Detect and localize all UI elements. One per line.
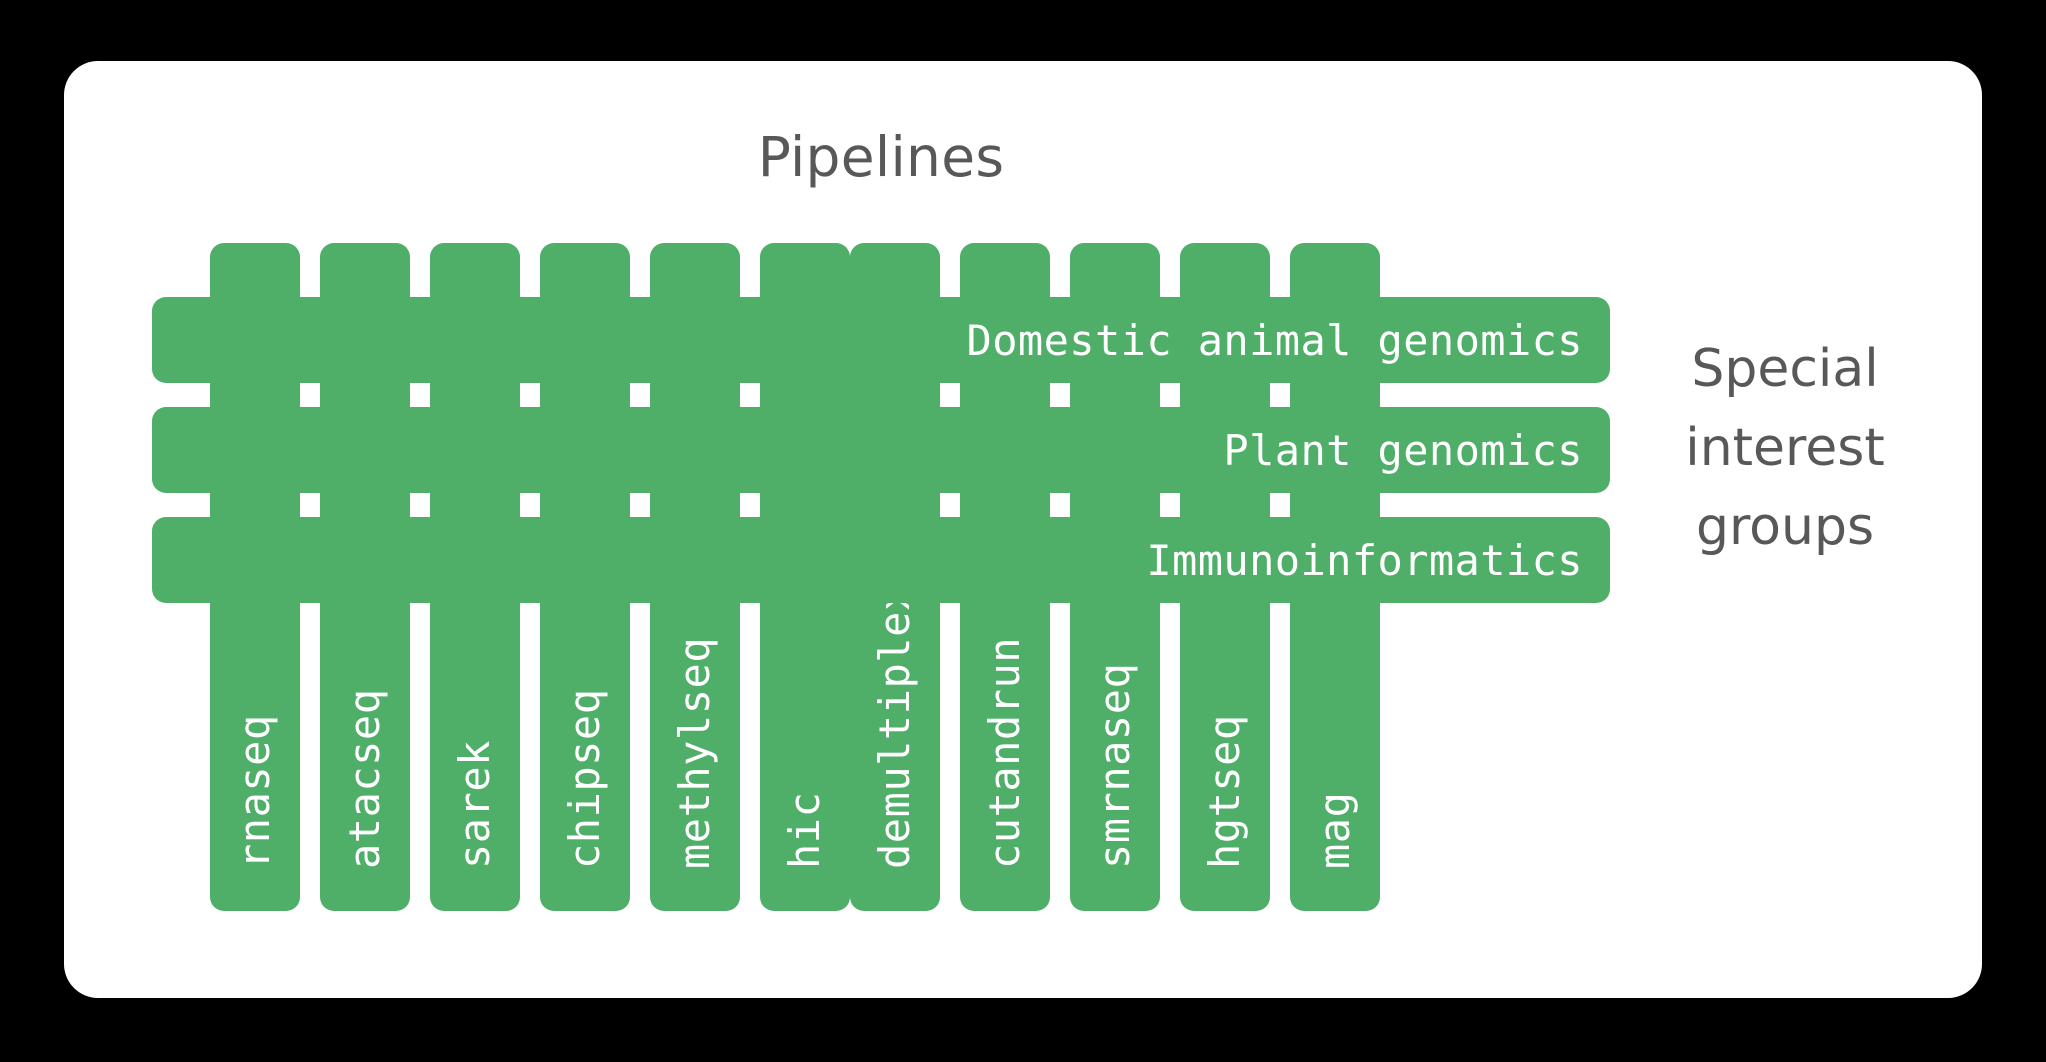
- pipeline-column-label: rnaseq: [230, 714, 279, 869]
- pipeline-column-label: demultiplex: [870, 585, 919, 869]
- sig-caption: Special interest groups: [1660, 330, 1910, 567]
- sig-bar-label: Domestic animal genomics: [966, 315, 1583, 365]
- sig-bar[interactable]: Domestic animal genomics: [152, 297, 1610, 383]
- sig-bar[interactable]: Immunoinformatics: [152, 517, 1610, 603]
- pipeline-column-label: chipseq: [560, 688, 609, 869]
- sig-bar[interactable]: Plant genomics: [152, 407, 1610, 493]
- sig-caption-line-1: Special: [1691, 339, 1879, 399]
- pipeline-column-label: hgtseq: [1200, 714, 1249, 869]
- sig-caption-line-3: groups: [1695, 497, 1875, 557]
- pipeline-column-label: hic: [780, 791, 829, 869]
- pipeline-column-label: smrnaseq: [1090, 662, 1139, 869]
- sig-bar-label: Immunoinformatics: [1146, 535, 1583, 585]
- pipeline-column-label: cutandrun: [980, 636, 1029, 869]
- pipeline-column-label: mag: [1310, 791, 1359, 869]
- sig-caption-line-2: interest: [1685, 418, 1885, 478]
- pipeline-column-label: methylseq: [670, 636, 719, 869]
- pipeline-column-label: sarek: [450, 740, 499, 869]
- page-title: Pipelines: [757, 125, 1005, 189]
- sig-bar-label: Plant genomics: [1223, 425, 1583, 475]
- pipeline-column-label: atacseq: [340, 688, 389, 869]
